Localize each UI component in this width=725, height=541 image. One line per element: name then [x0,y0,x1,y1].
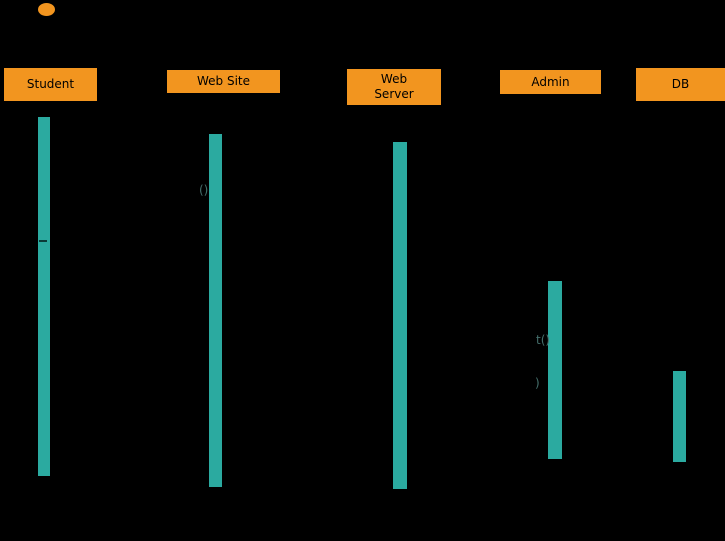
participant-web-server: Web Server [347,69,441,105]
participant-label-web-site: Web Site [196,74,250,88]
activation-bar-student [38,117,50,476]
participant-label-student: Student [26,77,75,91]
actor-head-icon [38,3,55,16]
participant-student: Student [4,68,97,101]
participant-label-web-server: Web Server [374,72,414,101]
participant-label-db: DB [671,77,690,91]
activation-bar-db [673,371,686,462]
message-text-fragment-3: ) [535,376,540,390]
message-line-fragment [39,240,47,242]
message-text-fragment-2: t() [536,333,551,347]
activation-bar-admin [548,281,562,459]
participant-db: DB [636,68,725,101]
activation-bar-web-site [209,134,222,487]
message-text-fragment-1: () [199,183,209,197]
activation-bar-web-server [393,142,407,489]
participant-label-admin: Admin [531,74,570,89]
participant-admin: Admin [500,70,601,94]
participant-web-site: Web Site [167,70,280,93]
